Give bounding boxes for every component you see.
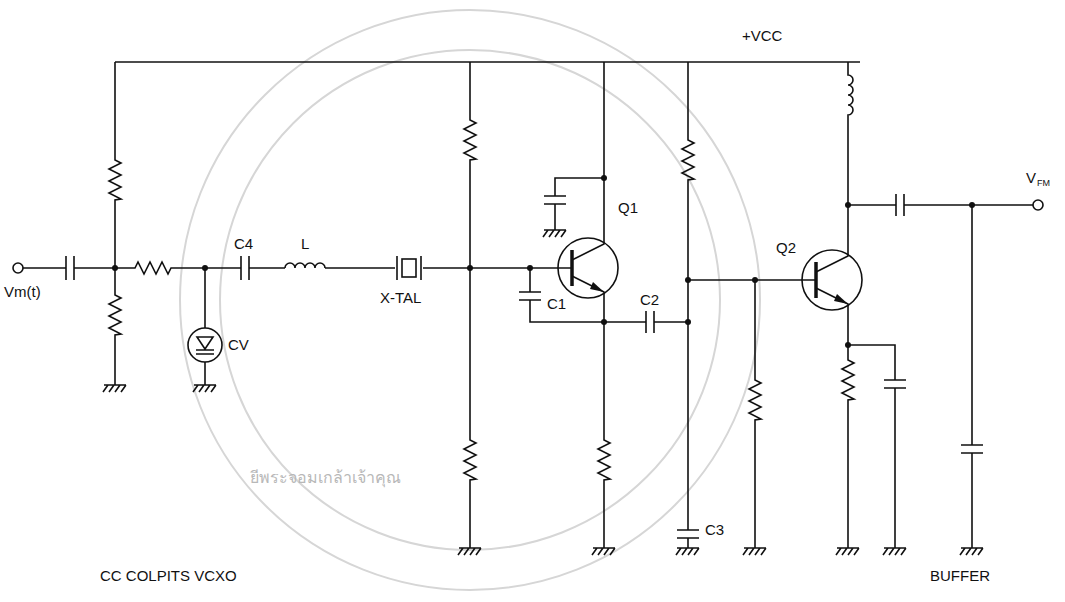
capacitor-symbol [66,256,74,280]
part-name: CV [228,337,249,352]
wire [848,345,895,548]
wire [848,204,1033,206]
part-name: C4 [234,236,253,251]
resistor-symbol [749,280,761,548]
watermark-seal [180,10,760,590]
ground-symbol [543,230,566,237]
input-terminal [13,263,23,273]
ground-symbol [743,548,766,555]
capacitor-symbol [961,445,983,453]
part-name: Q1 [618,200,638,215]
capacitor-symbol [677,530,699,538]
watermark: ยีพระจอมเกล้าเจ้าคุณ [250,470,401,486]
transistor-symbol [802,250,862,310]
signal-subscript: FM [1037,179,1050,188]
wire [530,268,604,322]
transistor-symbol [570,250,574,286]
ground-symbol [592,548,615,555]
ground-symbol [676,548,699,555]
signal-name: Vm(t) [4,284,41,299]
ground-symbol [193,385,216,392]
wire [971,205,973,548]
ground-symbol [836,548,859,555]
wire [23,267,115,269]
emitter-arrow [834,294,848,304]
part-name: L [301,236,309,251]
varactor-symbol [188,328,222,362]
ground-symbol [103,385,126,392]
part-name: X-TAL [380,290,421,305]
supply-rail [115,61,860,63]
emitter-arrow [590,282,604,292]
transistor-symbol [572,62,604,322]
varactor-symbol [196,337,214,354]
section-title: CC COLPITS VCXO [100,568,237,583]
capacitor-symbol [241,256,249,280]
supply-label: +VCC [742,28,782,43]
capacitor-symbol [884,380,906,388]
section-title: BUFFER [930,568,990,583]
resistor-symbol [464,62,476,548]
transistor-symbol [816,205,848,345]
part-name: C1 [547,296,566,311]
part-name: Q2 [776,240,796,255]
signal-name: V [1026,170,1036,185]
transistor-symbol [814,262,818,298]
capacitor-symbol [544,196,566,204]
wire [205,267,470,269]
resistor-symbol [598,322,610,548]
crystal-symbol [397,256,421,280]
output-terminal [1033,200,1043,210]
wire [470,267,572,269]
transistor-symbol [558,238,618,298]
junction-dot [685,319,691,325]
watermark-seal [220,50,720,550]
capacitor-symbol [646,311,654,333]
part-name: C2 [640,292,659,307]
capacitor-symbol [519,292,541,300]
crystal-symbol [402,259,416,277]
capacitor-symbol [896,194,904,216]
ground-symbol [883,548,906,555]
resistor-symbol [109,62,121,385]
wire [204,268,206,385]
inductor-symbol [285,263,325,268]
ground-symbol [960,548,983,555]
resistor-symbol [115,262,205,274]
resistor-symbol [682,62,694,548]
inductor-symbol [848,62,853,205]
resistor-symbol [842,345,854,548]
part-name: C3 [705,522,724,537]
ground-symbol [458,548,481,555]
